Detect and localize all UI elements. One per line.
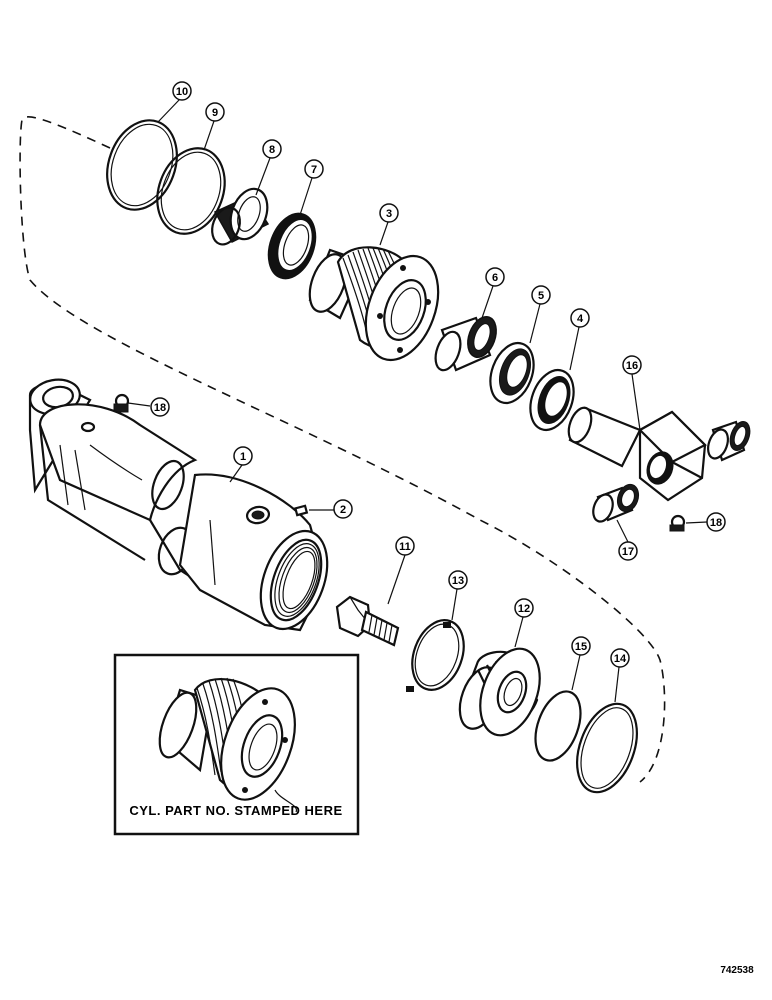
callout-12-label: 12 xyxy=(518,603,530,615)
callout-14-label: 14 xyxy=(614,653,627,665)
callout-9-label: 9 xyxy=(212,107,218,119)
part-9-ring xyxy=(156,147,226,235)
part-6-bushing xyxy=(434,316,497,372)
callout-4: 4 xyxy=(570,308,590,328)
part-1-cylinder-barrel xyxy=(28,378,329,632)
callout-8-label: 8 xyxy=(269,144,275,156)
callout-3-label: 3 xyxy=(386,208,392,220)
part-18-grease-fitting-barrel xyxy=(113,393,130,413)
part-13-split-ring xyxy=(406,619,465,692)
callout-2: 2 xyxy=(333,499,353,519)
callout-5-label: 5 xyxy=(538,290,544,302)
inset-caption: CYL. PART NO. STAMPED HERE xyxy=(129,803,342,818)
callout-11-label: 11 xyxy=(399,541,411,553)
callout-9: 9 xyxy=(205,102,225,122)
part-4-wiper xyxy=(529,368,575,432)
callout-6: 6 xyxy=(485,267,505,287)
leader-lines xyxy=(127,98,708,703)
part-5-seal xyxy=(489,341,535,405)
callout-16: 16 xyxy=(622,355,642,375)
drawing-number: 742538 xyxy=(720,965,754,976)
callout-17: 17 xyxy=(618,541,638,561)
callout-7-label: 7 xyxy=(311,164,317,176)
callout-10-label: 10 xyxy=(176,86,188,98)
part-15-o-ring xyxy=(534,690,582,762)
inset-cylinder-head xyxy=(158,677,298,813)
part-3-cylinder-head xyxy=(308,246,440,362)
part-8-bushing xyxy=(211,187,270,246)
part-16-rod-end xyxy=(567,406,707,502)
callout-13-label: 13 xyxy=(452,575,464,587)
callout-11: 11 xyxy=(395,536,415,556)
callout-13: 13 xyxy=(448,570,468,590)
callout-15-label: 15 xyxy=(575,641,587,653)
callout-12: 12 xyxy=(514,598,534,618)
callout-2-label: 2 xyxy=(340,504,346,516)
part-16-bushing-right xyxy=(707,420,751,462)
callout-1: 1 xyxy=(233,446,253,466)
callout-5: 5 xyxy=(531,285,551,305)
callout-18a-label: 18 xyxy=(154,402,166,414)
callout-10: 10 xyxy=(172,81,192,101)
part-7-seal xyxy=(267,212,317,280)
part-17-bushing xyxy=(592,483,640,523)
inset-box: CYL. PART NO. STAMPED HERE xyxy=(113,653,360,836)
callout-6-label: 6 xyxy=(492,272,498,284)
part-12-piston xyxy=(458,647,541,737)
part-10-ring xyxy=(106,119,178,211)
callout-14: 14 xyxy=(610,648,630,668)
assembly-dashed-line xyxy=(19,116,666,783)
callout-18-barrel: 18 xyxy=(150,397,170,417)
callout-4-label: 4 xyxy=(577,313,584,325)
callout-18-rod: 18 xyxy=(706,512,726,532)
callout-16-label: 16 xyxy=(626,360,638,372)
callout-15: 15 xyxy=(571,636,591,656)
callout-17-label: 17 xyxy=(622,546,634,558)
part-2-set-screw xyxy=(294,504,309,517)
part-14-backup-ring xyxy=(576,702,638,794)
callout-3: 3 xyxy=(379,203,399,223)
part-18-grease-fitting-rod xyxy=(669,514,686,532)
callout-18b-label: 18 xyxy=(710,517,722,529)
callout-8: 8 xyxy=(262,139,282,159)
part-11-bolt xyxy=(335,595,400,647)
callout-7: 7 xyxy=(304,159,324,179)
callout-1-label: 1 xyxy=(240,451,246,463)
